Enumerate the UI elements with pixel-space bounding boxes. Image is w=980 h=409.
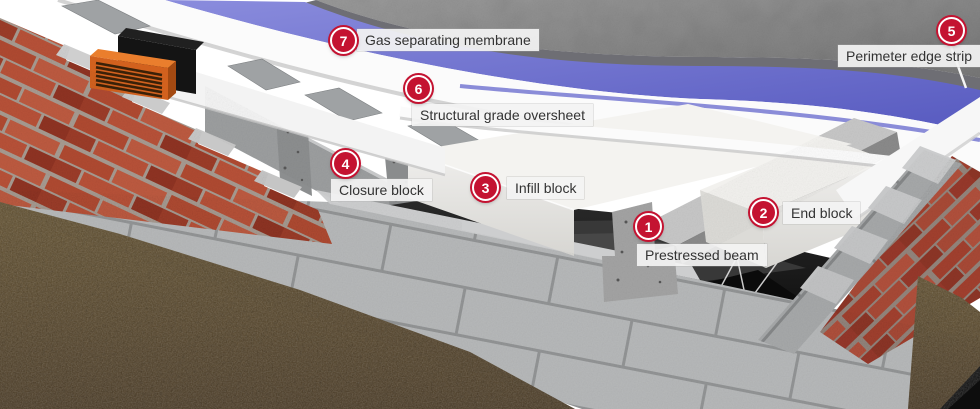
callout-6-marker: 6 <box>405 75 432 102</box>
callout-7-marker: 7 <box>330 27 357 54</box>
callout-3-marker: 3 <box>472 174 499 201</box>
callout-5-marker: 5 <box>938 17 965 44</box>
callout-2-label: End block <box>783 202 861 224</box>
callout-3-label: Infill block <box>507 177 585 199</box>
callout-1-label: Prestressed beam <box>637 244 767 266</box>
callout-2-marker: 2 <box>750 199 777 226</box>
callout-6-label: Structural grade oversheet <box>412 104 593 126</box>
callout-4-label: Closure block <box>331 179 432 201</box>
callout-5-label: Perimeter edge strip <box>838 45 980 67</box>
callout-7-label: Gas separating membrane <box>357 29 539 51</box>
callout-4-marker: 4 <box>332 150 359 177</box>
callout-1-marker: 1 <box>635 213 662 240</box>
air-vent <box>90 28 204 100</box>
